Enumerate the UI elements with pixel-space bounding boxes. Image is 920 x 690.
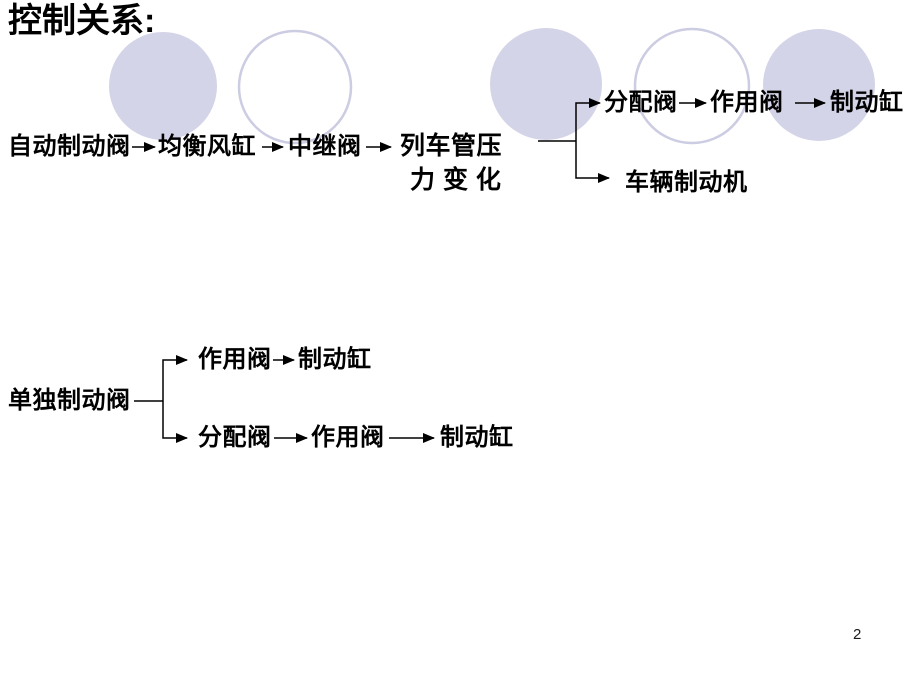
branch1-top-arrow	[575, 98, 601, 141]
flow2-node-independent-brake-valve: 单独制动阀	[8, 387, 131, 414]
flow2-bottom-arrow	[162, 401, 188, 443]
branch1-bottom-arrow	[575, 141, 610, 183]
flow2-bottom-node-brake-cylinder: 制动缸	[440, 424, 514, 451]
decor-circle-filled-1	[109, 32, 217, 140]
decor-circle-filled-2	[490, 28, 602, 140]
decor-circle-ring-2	[633, 27, 751, 145]
slide-title: 控制关系:	[8, 2, 156, 40]
flow1-node-train-pipe-line2: 力 变 化	[410, 166, 502, 194]
flow1-node-equalizing-reservoir: 均衡风缸	[158, 133, 256, 160]
flow2-top-node-action-valve: 作用阀	[198, 346, 272, 373]
flow2-top-node-brake-cylinder: 制动缸	[298, 346, 372, 373]
flow1-top-node-distributing-valve: 分配阀	[604, 89, 678, 116]
flow2-bottom-node-distributing-valve: 分配阀	[198, 424, 272, 451]
flow2-top-arrow	[162, 355, 188, 401]
flow2-bottom-node-action-valve: 作用阀	[311, 424, 385, 451]
decor-circle-filled-3	[763, 29, 875, 141]
decor-circle-ring-1	[237, 29, 353, 145]
flow1-node-train-pipe-line1: 列车管压	[400, 132, 503, 160]
page-number: 2	[853, 626, 862, 643]
flow1-node-auto-brake-valve: 自动制动阀	[8, 133, 131, 160]
flow1-bottom-node-vehicle-brake: 车辆制动机	[625, 169, 748, 196]
flow1-top-node-brake-cylinder: 制动缸	[830, 89, 904, 116]
flow1-top-node-action-valve: 作用阀	[710, 89, 784, 116]
flow1-node-relay-valve: 中继阀	[288, 133, 362, 160]
